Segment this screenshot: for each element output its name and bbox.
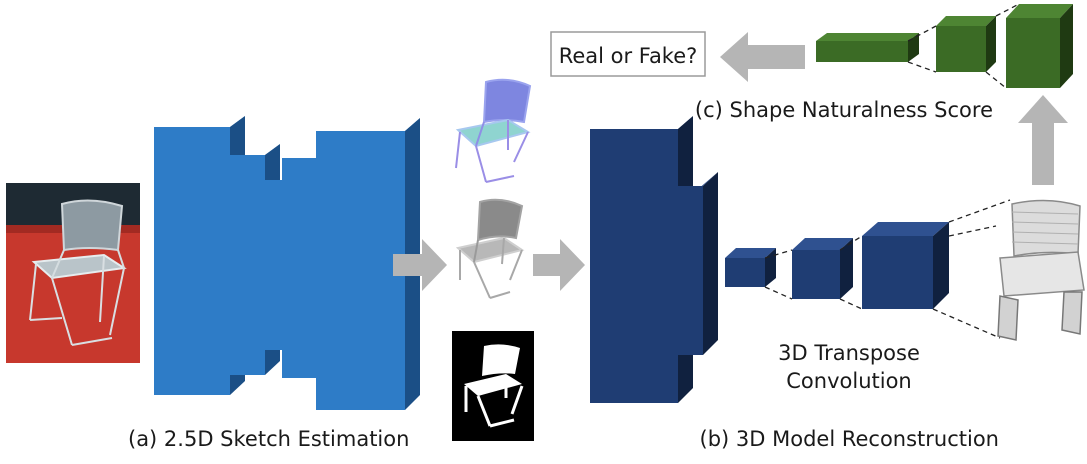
voxel-cube: [725, 248, 776, 287]
input-photo: [6, 183, 140, 363]
depth-map-sketch: [455, 198, 525, 299]
discriminator-block: [1006, 4, 1073, 88]
encoder-layers: [154, 116, 420, 410]
reconstructed-voxel-chair: [997, 199, 1085, 341]
decoder-dashed-lines: [764, 199, 1011, 339]
silhouette-sketch: [452, 331, 534, 441]
normal-map-sketch: [455, 78, 532, 183]
sketch-estimation-label: (a) 2.5D Sketch Estimation: [128, 427, 409, 451]
discriminator-block: [936, 16, 996, 72]
transpose-conv-cubes: [725, 222, 949, 309]
model-reconstruction-label: (b) 3D Model Reconstruction: [700, 427, 1000, 451]
voxel-cube: [862, 222, 949, 309]
transpose-label-line1: 3D Transpose: [778, 341, 920, 365]
arrow-to-sketches-icon: [393, 239, 447, 291]
real-or-fake-box: [550, 31, 706, 77]
discriminator-block: [816, 33, 919, 62]
naturalness-score-label: (c) Shape Naturalness Score: [695, 98, 993, 122]
arrow-left-icon: [720, 32, 805, 82]
discriminator-layers: [816, 4, 1073, 88]
real-or-fake-label: Real or Fake?: [559, 44, 698, 68]
encoder-layer: [316, 118, 420, 410]
arrow-to-decoder-icon: [533, 239, 585, 291]
arrow-up-icon: [1018, 95, 1068, 185]
voxel-cube: [792, 238, 853, 299]
decoder-layers: [590, 116, 718, 403]
discriminator-dashed-lines: [907, 3, 1020, 89]
transpose-label-line2: Convolution: [786, 369, 911, 393]
decoder-layer: [647, 172, 718, 355]
